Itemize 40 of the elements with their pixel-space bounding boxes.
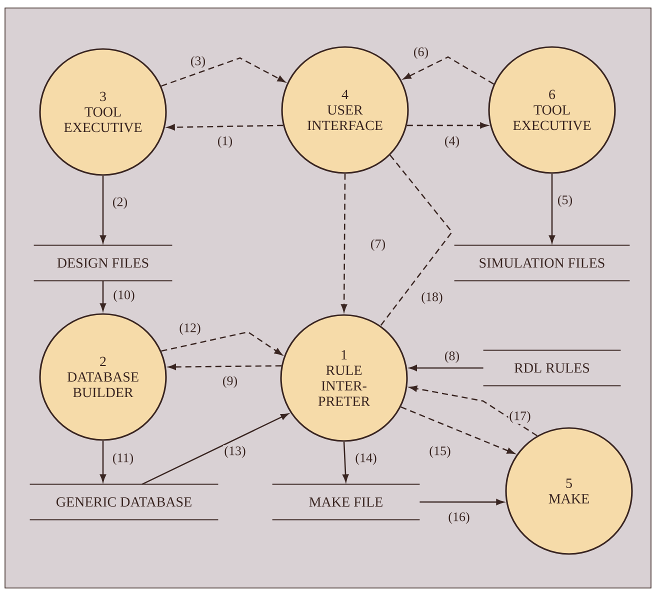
edge-label: (17) [508, 410, 532, 424]
edge-label: (13) [223, 445, 247, 459]
edge-label: (11) [111, 452, 135, 466]
edge-label: (12) [178, 322, 202, 336]
edge-label: (8) [443, 350, 461, 364]
arrow [341, 174, 348, 312]
edge-label: (7) [369, 238, 387, 252]
data-store: DESIGN FILES [33, 244, 173, 282]
data-store: RDL RULES [482, 350, 622, 386]
edge-label: (5) [556, 194, 574, 208]
edge-label: (2) [111, 196, 129, 210]
edge-label: (18) [420, 291, 444, 305]
arrow [409, 386, 538, 436]
arrow [161, 57, 286, 87]
arrow [100, 440, 106, 482]
arrow [400, 406, 515, 454]
data-store: MAKE FILE [272, 484, 420, 520]
edge-label: (14) [354, 452, 378, 466]
data-store: SIMULATION FILES [454, 244, 630, 282]
arrow [142, 413, 289, 485]
edge-label: (15) [428, 445, 452, 459]
edge-label: (3) [189, 55, 207, 69]
arrow [161, 331, 282, 356]
edge-label: (10) [112, 289, 136, 303]
arrow [100, 176, 106, 244]
arrow [420, 499, 504, 506]
arrow [403, 56, 494, 85]
arrow [548, 174, 556, 244]
arrow [100, 280, 106, 311]
arrow [342, 442, 349, 482]
edge-label: (1) [216, 135, 234, 149]
arrow [406, 122, 488, 128]
edge-label: (6) [412, 46, 430, 60]
arrow [168, 364, 282, 370]
edge-label: (9) [221, 375, 239, 389]
edge-label: (16) [447, 511, 471, 525]
arrow [167, 124, 284, 130]
arrow [409, 364, 484, 372]
data-store: GENERIC DATABASE [29, 484, 219, 520]
edge-label: (4) [443, 135, 461, 149]
